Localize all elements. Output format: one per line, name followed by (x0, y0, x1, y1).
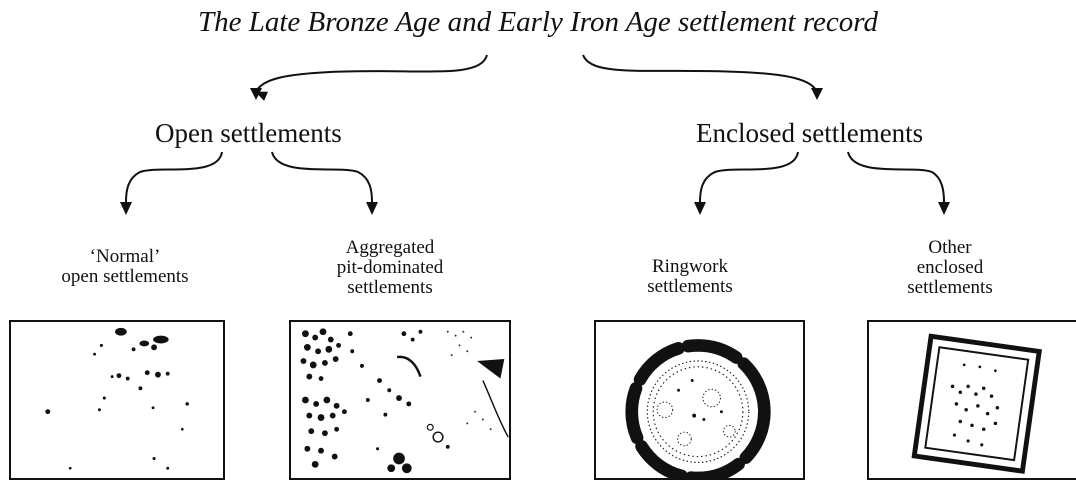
subtype-normal-open: ‘Normal’ open settlements (30, 247, 220, 287)
subtype-other-enclosed: Other enclosed settlements (885, 238, 1015, 298)
subtype-label-line: enclosed (916, 257, 984, 278)
subtype-label-line: pit-dominated (336, 257, 444, 278)
arrow-enclosed-to-ringwork (699, 151, 799, 203)
arrow-title-to-open (255, 54, 488, 101)
subtype-label-line: Aggregated (345, 237, 435, 258)
site-plan-drawing (911, 333, 1042, 474)
category-enclosed-settlements: Enclosed settlements (696, 118, 924, 148)
subtype-label-line: Ringwork (652, 256, 728, 277)
category-open-settlements: Open settlements (155, 118, 342, 148)
site-plan-normal-open (9, 320, 225, 480)
arrow-enclosed-to-other (847, 151, 945, 203)
site-plan-ringwork (594, 320, 805, 480)
subtype-label-line: settlements (647, 276, 733, 297)
subtype-label-line: settlements (907, 277, 993, 298)
arrow-open-to-normal (125, 151, 223, 203)
subtype-aggregated-pit: Aggregated pit-dominated settlements (305, 238, 475, 298)
site-plan-drawing (625, 339, 771, 478)
arrowhead (366, 202, 378, 215)
arrow-open-to-aggregated (271, 151, 373, 203)
subtype-label-line: ‘Normal’ (89, 246, 161, 267)
diagram-title: The Late Bronze Age and Early Iron Age s… (197, 6, 879, 38)
site-plan-drawing (300, 328, 509, 474)
subtype-ringwork: Ringwork settlements (620, 257, 760, 297)
arrowhead (250, 88, 262, 100)
arrowhead (120, 202, 132, 215)
site-plan-aggregated-pits (289, 320, 511, 480)
arrowhead (694, 202, 706, 215)
subtype-label-line: Other (928, 237, 972, 258)
arrowhead (938, 202, 950, 215)
subtype-label-line: settlements (347, 277, 433, 298)
arrowhead (811, 88, 823, 100)
site-plan-other-enclosed (867, 320, 1076, 480)
arrow-title-to-enclosed (582, 54, 818, 93)
subtype-label-line: open settlements (61, 266, 189, 287)
site-plan-drawing (45, 327, 189, 470)
